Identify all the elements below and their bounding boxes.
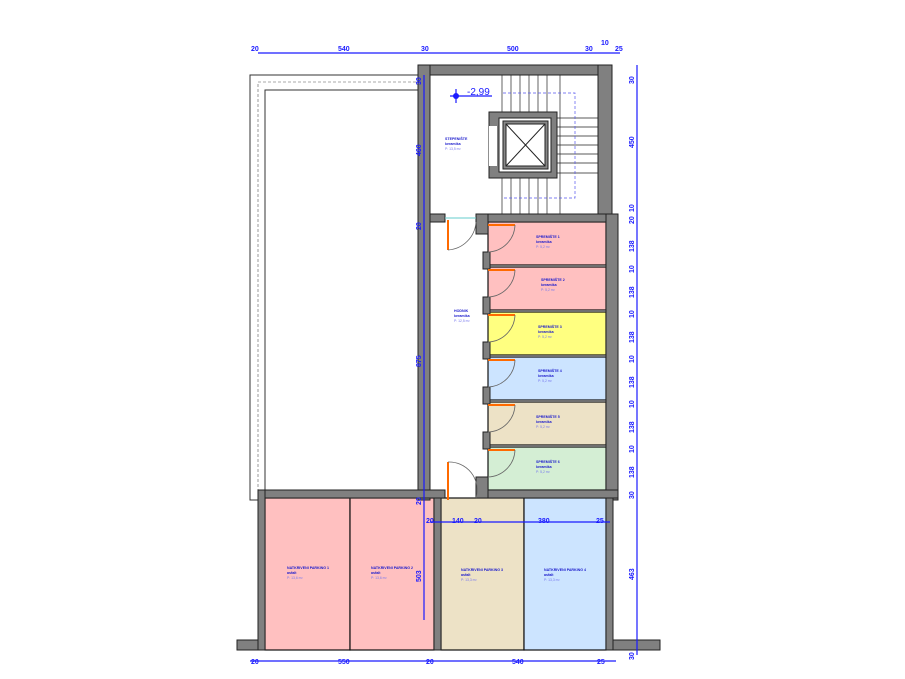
room-floor: keramika	[541, 283, 558, 287]
dim-label: 138	[629, 466, 636, 478]
dim-label: 20	[416, 497, 423, 505]
room-name: NATKRIVENI PARKING 3	[461, 568, 503, 572]
dim-label: 20	[426, 518, 434, 525]
dim-label: 550	[338, 659, 350, 666]
room-area: P: 13,6 m²	[371, 576, 388, 580]
room-area: P: 5,2 m²	[536, 470, 551, 474]
dim-label: 30	[629, 76, 636, 84]
room-name: NATKRIVENI PARKING 1	[287, 566, 329, 570]
dim-label: 503	[416, 570, 423, 582]
dim-label: 463	[629, 568, 636, 580]
dim-label: 30	[629, 652, 636, 660]
dim-label: 500	[507, 46, 519, 53]
room-name: SPREMIŠTE 1	[536, 234, 560, 239]
dim-label: 10	[629, 204, 636, 212]
storage-6	[487, 446, 607, 491]
dim-label: 540	[338, 46, 350, 53]
room-area: P: 13,5 m²	[445, 147, 462, 151]
dim-label: 25	[596, 518, 604, 525]
dim-label: 20	[416, 222, 423, 230]
level-marker: -2,99	[450, 87, 492, 103]
level-value: -2,99	[467, 87, 490, 98]
dim-label: 460	[416, 144, 423, 156]
dim-label: 10	[629, 355, 636, 363]
room-area: P: 13,3 m²	[544, 578, 561, 582]
dim-label: 10	[629, 445, 636, 453]
room-area: P: 5,2 m²	[541, 288, 556, 292]
room-name: SPREMIŠTE 3	[538, 324, 562, 329]
parking-2	[349, 497, 435, 651]
room-floor: asfalt	[371, 571, 381, 575]
left-open-area	[249, 74, 421, 501]
dim-label: 10	[629, 400, 636, 408]
room-area: P: 13,6 m²	[287, 576, 304, 580]
room-name: STEPENIŠTE	[445, 136, 468, 141]
room-floor: keramika	[538, 374, 555, 378]
storage-doors	[487, 224, 516, 478]
dim-label: 138	[629, 331, 636, 343]
dim-label: 10	[601, 40, 609, 47]
dim-label: 138	[629, 286, 636, 298]
room-name: NATKRIVENI PARKING 4	[544, 568, 586, 572]
dim-label: 875	[416, 355, 423, 367]
dim-label: 20	[474, 518, 482, 525]
room-name: NATKRIVENI PARKING 2	[371, 566, 413, 570]
room-floor: keramika	[536, 465, 553, 469]
dim-label: 380	[538, 518, 550, 525]
room-area: P: 5,2 m²	[536, 425, 551, 429]
room-floor: asfalt	[461, 573, 471, 577]
dim-label: 20	[426, 659, 434, 666]
room-floor: keramika	[454, 314, 471, 318]
dim-label: 10	[629, 265, 636, 273]
elevator-shaft	[488, 111, 558, 179]
room-area: P: 13,3 m²	[461, 578, 478, 582]
room-area: P: 5,2 m²	[536, 245, 551, 249]
dim-label: 30	[629, 491, 636, 499]
dim-label: 138	[629, 240, 636, 252]
dim-label: 30	[416, 77, 423, 85]
dim-label: 20	[251, 46, 259, 53]
room-floor: asfalt	[544, 573, 554, 577]
room-labels: STEPENIŠTE keramika P: 13,5 m² HODNIK ke…	[287, 136, 586, 582]
dim-label: 140	[452, 518, 464, 525]
dim-label: 25	[615, 46, 623, 53]
parking-4	[523, 497, 607, 651]
parking-bays	[264, 497, 607, 651]
doors	[445, 217, 516, 500]
dim-label: 30	[585, 46, 593, 53]
dimension-lines: 20 540 30 500 30 10 25 20 550 20 540 25 …	[250, 40, 638, 666]
dim-label: 10	[629, 310, 636, 318]
room-floor: keramika	[536, 240, 553, 244]
room-name: SPREMIŠTE 6	[536, 459, 560, 464]
room-name: HODNIK	[454, 309, 469, 313]
dim-label: 25	[597, 659, 605, 666]
dim-label: 20	[629, 216, 636, 224]
dim-label: 30	[421, 46, 429, 53]
room-area: P: 5,2 m²	[538, 379, 553, 383]
room-area: P: 12,5 m²	[454, 319, 471, 323]
dim-label: 138	[629, 421, 636, 433]
room-name: SPREMIŠTE 2	[541, 277, 565, 282]
room-floor: keramika	[538, 330, 555, 334]
dim-label: 20	[251, 659, 259, 666]
dim-label: 138	[629, 376, 636, 388]
parking-1	[264, 497, 351, 651]
room-name: SPREMIŠTE 4	[538, 368, 562, 373]
room-name: SPREMIŠTE 5	[536, 414, 560, 419]
dim-label: 540	[512, 659, 524, 666]
room-floor: asfalt	[287, 571, 297, 575]
room-floor: keramika	[445, 142, 462, 146]
room-floor: keramika	[536, 420, 553, 424]
room-area: P: 5,2 m²	[538, 335, 553, 339]
dim-label: 450	[629, 136, 636, 148]
